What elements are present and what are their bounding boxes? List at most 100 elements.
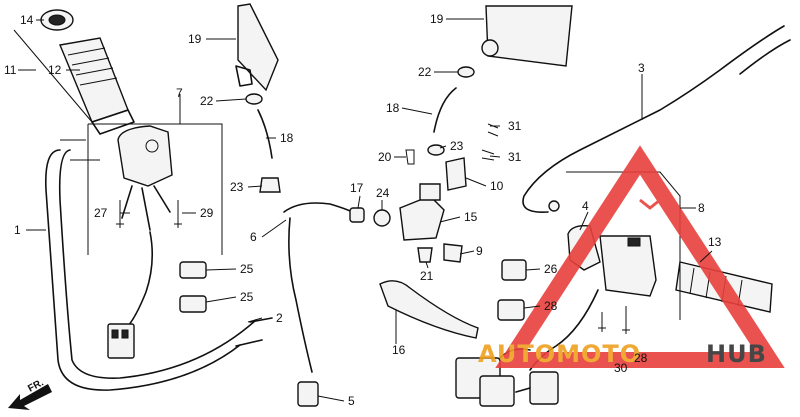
callout-18: 18	[280, 131, 294, 145]
front-direction-arrow: FR.	[8, 377, 52, 410]
clamp-25b	[179, 295, 207, 313]
connector-pin	[121, 329, 129, 339]
washer-24	[373, 209, 391, 227]
screw-30	[598, 312, 606, 332]
group-bracket-8	[566, 171, 681, 320]
lever-bracket-15	[399, 195, 445, 241]
connector-b	[479, 375, 515, 407]
callout-9: 9	[476, 244, 483, 258]
callout-4: 4	[582, 199, 589, 213]
lever-bracket-assembly	[349, 144, 479, 339]
callout-10: 10	[490, 179, 504, 193]
nut-22	[245, 93, 263, 105]
mirror-pivot	[235, 65, 253, 87]
left-switch-assembly	[87, 123, 223, 359]
clutch-lever-16	[379, 280, 479, 339]
callout-7: 7	[176, 86, 183, 100]
callout-1: 1	[14, 223, 21, 237]
watermark-text-right: HUB	[706, 340, 767, 368]
callout-30: 30	[614, 361, 628, 375]
left-mirror-assembly	[235, 3, 281, 193]
pivot-21	[417, 247, 433, 263]
watermark-text-left: AUTOMOTO	[478, 340, 641, 368]
callout-25: 25	[240, 262, 254, 276]
cable-1	[44, 149, 241, 391]
cable-ends	[60, 139, 100, 161]
bracket-top	[419, 183, 441, 201]
right-mirror-pivot	[481, 39, 499, 57]
mirror-nut-23	[259, 177, 281, 193]
callout-25b: 25	[240, 290, 254, 304]
connector-pin	[111, 329, 119, 339]
watermark: AUTOMOTO HUB	[478, 145, 785, 368]
screw-27	[116, 200, 124, 228]
cable-end	[548, 200, 560, 212]
clutch-cable-6	[283, 202, 357, 373]
callout-28: 28	[544, 299, 558, 313]
callout-labels: 14 11 12 1 7 19 22 18 23 27 29 25 25 6 2…	[4, 12, 722, 408]
nut-23	[427, 144, 445, 156]
left-grip-assembly	[40, 9, 135, 135]
callout-2: 2	[276, 311, 283, 325]
connector-block	[455, 348, 559, 407]
left-grip-body	[59, 37, 129, 123]
callout-22: 22	[200, 94, 214, 108]
left-mirror-head	[237, 3, 279, 92]
left-switch-housing	[117, 125, 173, 187]
callout-19b: 19	[430, 12, 444, 26]
callout-22b: 22	[418, 65, 432, 79]
group-bracket-7	[87, 123, 223, 255]
switch-connector	[107, 323, 135, 359]
throttle-cable-3b	[739, 39, 791, 75]
callout-8: 8	[698, 201, 705, 215]
leader-lines	[13, 18, 713, 402]
callout-17: 17	[350, 181, 364, 195]
grip-ribs-right	[689, 267, 743, 307]
grip-end-cap-center	[48, 14, 66, 26]
switch-knob	[145, 139, 159, 153]
nut-22b	[457, 66, 475, 78]
mirror-stem-18b	[433, 87, 457, 133]
callout-13: 13	[708, 235, 722, 249]
throttle-cable-3	[522, 25, 785, 213]
callout-12: 12	[48, 63, 62, 77]
callout-20: 20	[378, 150, 392, 164]
switch-harness	[123, 231, 154, 331]
callout-31b: 31	[508, 150, 522, 164]
callout-14: 14	[20, 13, 34, 27]
right-mirror-head	[485, 5, 573, 67]
clamp-28	[497, 299, 525, 321]
switch-wires	[121, 185, 171, 231]
clamp-25a	[179, 261, 207, 279]
bolt-20	[405, 149, 415, 165]
arrow-icon	[8, 384, 52, 410]
callout-3: 3	[638, 61, 645, 75]
callout-11: 11	[4, 63, 17, 77]
callout-21: 21	[420, 269, 434, 283]
cable-2	[58, 149, 257, 379]
dust-boot-5	[297, 381, 319, 407]
callout-23b: 23	[450, 139, 464, 153]
kill-switch	[627, 237, 641, 247]
watermark-mark	[639, 198, 661, 210]
callout-28b: 28	[634, 351, 648, 365]
callout-24: 24	[376, 186, 390, 200]
connector-c	[529, 371, 559, 405]
callout-18b: 18	[386, 101, 400, 115]
callout-26: 26	[544, 262, 558, 276]
callout-27: 27	[94, 206, 108, 220]
callout-23: 23	[230, 180, 244, 194]
screw-28b	[622, 306, 630, 334]
callout-19: 19	[188, 32, 202, 46]
mirror-stem-18	[257, 109, 273, 159]
bolt-17	[349, 207, 365, 223]
right-switch-housing	[599, 235, 657, 297]
grip-collar	[91, 109, 135, 135]
screw-29	[174, 200, 182, 228]
grip-ribs	[67, 47, 118, 86]
callout-5: 5	[348, 394, 355, 408]
right-mirror-assembly	[433, 5, 573, 161]
callout-31: 31	[508, 119, 522, 133]
